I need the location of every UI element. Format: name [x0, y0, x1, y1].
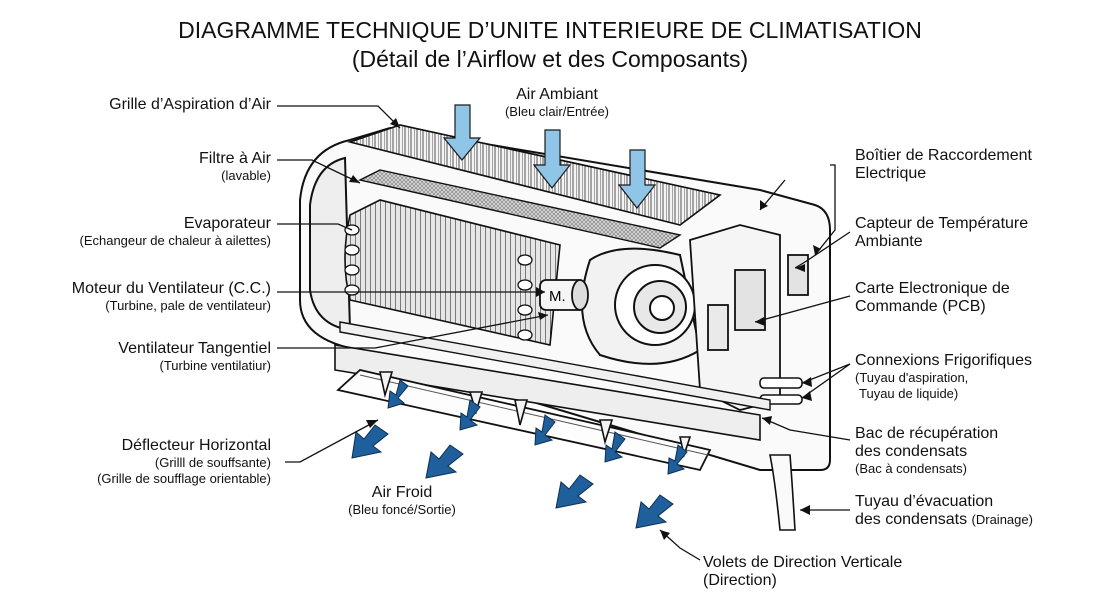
label-filtre-main: Filtre à Air — [198, 150, 271, 167]
label-deflecteur: Déflecteur Horizontal (Grilll de souffsa… — [97, 437, 271, 487]
label-tangentiel: Ventilateur Tangentiel (Turbine ventilat… — [118, 340, 271, 374]
label-connexions-main: Connexions Frigorifiques — [855, 352, 1032, 369]
label-air-froid-sub: (Bleu foncé/Sortie) — [348, 502, 456, 517]
label-volets: Volets de Direction Verticale (Direction… — [703, 554, 902, 590]
drain-pipe — [769, 454, 796, 531]
tangential-fan — [334, 344, 761, 441]
inflow-arrows — [442, 104, 657, 209]
electronics-panel — [689, 224, 809, 411]
outflow-arrow-2 — [459, 399, 481, 431]
label-tuyau-line1: Tuyau d’évacuation — [855, 493, 994, 510]
label-tuyau-sub: (Drainage) — [971, 512, 1033, 527]
diagram-subtitle: (Détail de l’Airflow et des Composants) — [351, 46, 749, 72]
label-connexions-sub1: (Tuyau d'aspiration, — [855, 370, 969, 385]
outflow-arrow-7 — [425, 444, 464, 479]
label-tuyau-line2: des condensats — [855, 511, 968, 528]
outflow-arrow-1 — [387, 379, 409, 409]
label-evap-main: Evaporateur — [183, 215, 271, 232]
label-boitier-line1: Boîtier de Raccordement — [855, 147, 1032, 164]
label-volets-sub: (Direction) — [703, 572, 777, 589]
condensate-tray — [339, 321, 771, 411]
label-deflecteur-sub2: (Grille de soufflage orientable) — [97, 471, 271, 486]
label-deflecteur-main: Déflecteur Horizontal — [121, 437, 271, 454]
label-grille: Grille d’Aspiration d’Air — [109, 96, 271, 114]
label-evaporateur: Evaporateur (Echangeur de chaleur à aile… — [79, 215, 271, 249]
label-connexions-sub2: Tuyau de liquide) — [859, 386, 959, 401]
label-connexions: Connexions Frigorifiques (Tuyau d'aspira… — [855, 352, 1032, 402]
outflow-arrow-4 — [604, 431, 626, 463]
leader-lines — [277, 105, 851, 561]
outflow-arrows — [351, 379, 688, 529]
label-moteur: Moteur du Ventilateur (C.C.) (Turbine, p… — [72, 280, 271, 314]
inflow-arrow-1 — [442, 104, 482, 161]
label-capteur-line2: Ambiante — [855, 233, 923, 250]
label-capteur-line1: Capteur de Température — [855, 215, 1029, 232]
blower-housing — [581, 247, 702, 365]
label-tuyau: Tuyau d’évacuation des condensats (Drain… — [855, 493, 1033, 529]
motor-mark: M. — [549, 288, 566, 305]
outflow-arrow-9 — [635, 494, 674, 529]
outflow-arrow-8 — [555, 474, 594, 509]
label-air-ambiant-main: Air Ambiant — [516, 86, 598, 103]
inflow-arrow-3 — [617, 149, 657, 209]
label-tangentiel-sub: (Turbine ventilatiur) — [159, 358, 271, 373]
label-moteur-sub: (Turbine, pale de ventilateur) — [105, 298, 271, 313]
inflow-arrow-2 — [532, 129, 572, 189]
label-air-froid-main: Air Froid — [371, 484, 433, 501]
label-grille-main: Grille d’Aspiration d’Air — [109, 96, 271, 113]
air-filter — [357, 169, 682, 249]
label-air-ambiant-sub: (Bleu clair/Entrée) — [504, 104, 610, 119]
outflow-arrow-3 — [534, 414, 556, 446]
label-volets-main: Volets de Direction Verticale — [703, 554, 903, 571]
label-bac-sub: (Bac à condensats) — [855, 461, 968, 476]
fan-motor — [539, 279, 589, 311]
label-deflecteur-sub1: (Grilll de souffsante) — [154, 455, 271, 470]
label-air-froid: Air Froid (Bleu foncé/Sortie) — [302, 484, 502, 518]
label-boitier: Boîtier de Raccordement Electrique — [855, 147, 1032, 183]
label-capteur: Capteur de Température Ambiante — [855, 215, 1028, 251]
label-carte-line1: Carte Electronique de — [855, 280, 1010, 297]
label-bac-line1: Bac de récupération — [855, 425, 999, 442]
label-moteur-main: Moteur du Ventilateur (C.C.) — [71, 280, 271, 297]
label-carte-line2: Commande (PCB) — [855, 298, 986, 315]
label-tangentiel-main: Ventilateur Tangentiel — [118, 340, 271, 357]
label-carte: Carte Electronique de Commande (PCB) — [855, 280, 1010, 316]
outflow-arrow-6 — [351, 424, 389, 459]
diagram-title: DIAGRAMME TECHNIQUE D’UNITE INTERIEURE D… — [178, 17, 922, 43]
leader-arrowheads — [349, 118, 821, 540]
label-evap-sub: (Echangeur de chaleur à ailettes) — [79, 233, 271, 248]
label-bac-line2: des condensats — [855, 443, 968, 460]
label-boitier-line2: Electrique — [855, 165, 927, 182]
label-filtre: Filtre à Air (lavable) — [199, 150, 271, 184]
outflow-arrow-5 — [667, 444, 688, 475]
label-air-ambiant: Air Ambiant (Bleu clair/Entrée) — [457, 86, 657, 120]
label-bac: Bac de récupération des condensats (Bac … — [855, 425, 998, 477]
label-filtre-sub: (lavable) — [221, 168, 271, 183]
